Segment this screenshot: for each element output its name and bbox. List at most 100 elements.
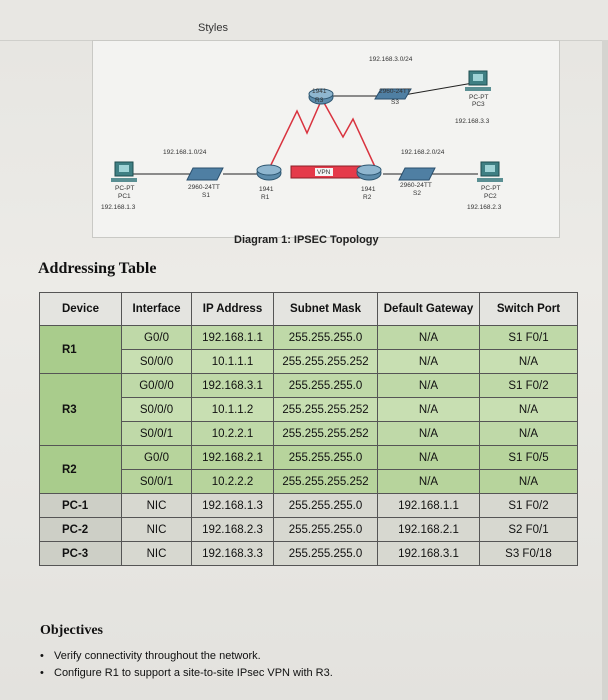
vpn-label: VPN: [317, 169, 331, 176]
cell: G0/0: [121, 445, 192, 470]
cell: S1 F0/2: [479, 493, 578, 518]
pc3-icon: [465, 70, 491, 91]
cell: 10.1.1.1: [191, 349, 274, 374]
cell: 192.168.3.1: [191, 373, 274, 398]
cell: S1 F0/5: [479, 445, 578, 470]
table-row: S0/0/0 10.1.1.2 255.255.255.252 N/A N/A: [40, 397, 578, 422]
cell: N/A: [479, 421, 578, 446]
r1-name: R1: [261, 194, 270, 201]
table-row: S0/0/0 10.1.1.1 255.255.255.252 N/A N/A: [40, 349, 578, 374]
r1-model: 1941: [259, 186, 274, 193]
cell: 255.255.255.0: [273, 493, 378, 518]
serial-link-r1-r3: [267, 100, 322, 172]
cell: 255.255.255.0: [273, 325, 378, 350]
table-row: R2 G0/0 192.168.2.1 255.255.255.0 N/A S1…: [39, 445, 578, 494]
cell: 192.168.2.3: [191, 517, 274, 542]
cell: S1 F0/2: [479, 373, 578, 398]
device-cell: R3: [39, 373, 122, 446]
cell: S0/0/0: [121, 397, 192, 422]
pc1-type: PC-PT: [115, 185, 135, 192]
diagram-caption: Diagram 1: IPSEC Topology: [234, 234, 379, 246]
pc1-name: PC1: [118, 193, 131, 200]
table-row: R3 G0/0/0 192.168.3.1 255.255.255.0 N/A …: [39, 373, 578, 446]
cell: NIC: [121, 517, 192, 542]
s2-name: S2: [413, 190, 421, 197]
cell: N/A: [377, 469, 480, 494]
r2-name: R2: [363, 194, 372, 201]
device-cell: PC-1: [39, 493, 122, 518]
addressing-table-heading: Addressing Table: [38, 260, 157, 277]
pc3-name: PC3: [472, 101, 485, 108]
r2-model: 1941: [361, 186, 376, 193]
net-left-label: 192.168.1.0/24: [163, 149, 207, 156]
s1-icon: [186, 167, 224, 181]
serial-link-r3-r2: [322, 100, 377, 170]
pc2-name: PC2: [484, 193, 497, 200]
cell: N/A: [377, 421, 480, 446]
s1-model: 2960-24TT: [188, 184, 220, 191]
list-item: • Configure R1 to support a site-to-site …: [40, 667, 333, 684]
cell: 10.1.1.2: [191, 397, 274, 422]
cell: 255.255.255.252: [273, 469, 378, 494]
cell: 255.255.255.0: [273, 517, 378, 542]
net-top-label: 192.168.3.0/24: [369, 56, 413, 63]
addressing-table: Device Interface IP Address Subnet Mask …: [39, 292, 578, 566]
s2-model: 2960-24TT: [400, 182, 432, 189]
cell: N/A: [377, 445, 480, 470]
cell: NIC: [121, 493, 192, 518]
vertical-scrollbar[interactable]: [602, 40, 608, 700]
cell: N/A: [479, 397, 578, 422]
cell: 10.2.2.1: [191, 421, 274, 446]
bullet-icon: •: [40, 650, 44, 662]
cell: 192.168.2.1: [191, 445, 274, 470]
device-cell: PC-3: [39, 541, 122, 566]
table-row: PC-1 NIC 192.168.1.3 255.255.255.0 192.1…: [39, 493, 578, 518]
objective-text: Verify connectivity throughout the netwo…: [54, 650, 261, 662]
cell: N/A: [479, 469, 578, 494]
cell: N/A: [377, 325, 480, 350]
list-item: • Verify connectivity throughout the netw…: [40, 650, 333, 667]
device-cell: R2: [39, 445, 122, 494]
s3-name: S3: [391, 99, 399, 106]
pc2-ip: 192.168.2.3: [467, 204, 502, 211]
cell: 255.255.255.0: [273, 373, 378, 398]
col-interface: Interface: [121, 292, 192, 326]
col-ip-address: IP Address: [191, 292, 274, 326]
cell: 192.168.2.1: [377, 517, 480, 542]
pc1-ip: 192.168.1.3: [101, 204, 136, 211]
cell: 192.168.1.3: [191, 493, 274, 518]
cell: 255.255.255.252: [273, 421, 378, 446]
cell: 255.255.255.0: [273, 541, 378, 566]
toolbar: Styles: [0, 0, 608, 41]
device-cell: PC-2: [39, 517, 122, 542]
styles-label[interactable]: Styles: [198, 22, 228, 34]
table-row: R1 G0/0 192.168.1.1 255.255.255.0 N/A S1…: [39, 325, 578, 374]
pc1-icon: [111, 161, 137, 182]
cell: N/A: [377, 397, 480, 422]
link-s3-pc3: [397, 82, 474, 97]
objective-text: Configure R1 to support a site-to-site I…: [54, 667, 333, 679]
table-row: PC-3 NIC 192.168.3.3 255.255.255.0 192.1…: [39, 541, 578, 566]
cell: 192.168.3.1: [377, 541, 480, 566]
r3-icon: [308, 88, 334, 105]
cell: S0/0/0: [121, 349, 192, 374]
pc2-type: PC-PT: [481, 185, 501, 192]
table-header-row: Device Interface IP Address Subnet Mask …: [39, 292, 578, 326]
cell: N/A: [479, 349, 578, 374]
cell: NIC: [121, 541, 192, 566]
cell: S0/0/1: [121, 421, 192, 446]
table-row: S0/0/1 10.2.2.2 255.255.255.252 N/A N/A: [40, 469, 578, 494]
cell: 192.168.1.1: [377, 493, 480, 518]
cell: 192.168.1.1: [191, 325, 274, 350]
pc2-icon: [477, 161, 503, 182]
device-cell: R1: [39, 325, 122, 374]
cell: 255.255.255.252: [273, 397, 378, 422]
vpn-tunnel-icon: [290, 165, 364, 179]
cell: N/A: [377, 349, 480, 374]
cell: 255.255.255.252: [273, 349, 378, 374]
s2-icon: [398, 167, 436, 181]
bullet-icon: •: [40, 667, 44, 679]
cell: N/A: [377, 373, 480, 398]
cell: 192.168.3.3: [191, 541, 274, 566]
